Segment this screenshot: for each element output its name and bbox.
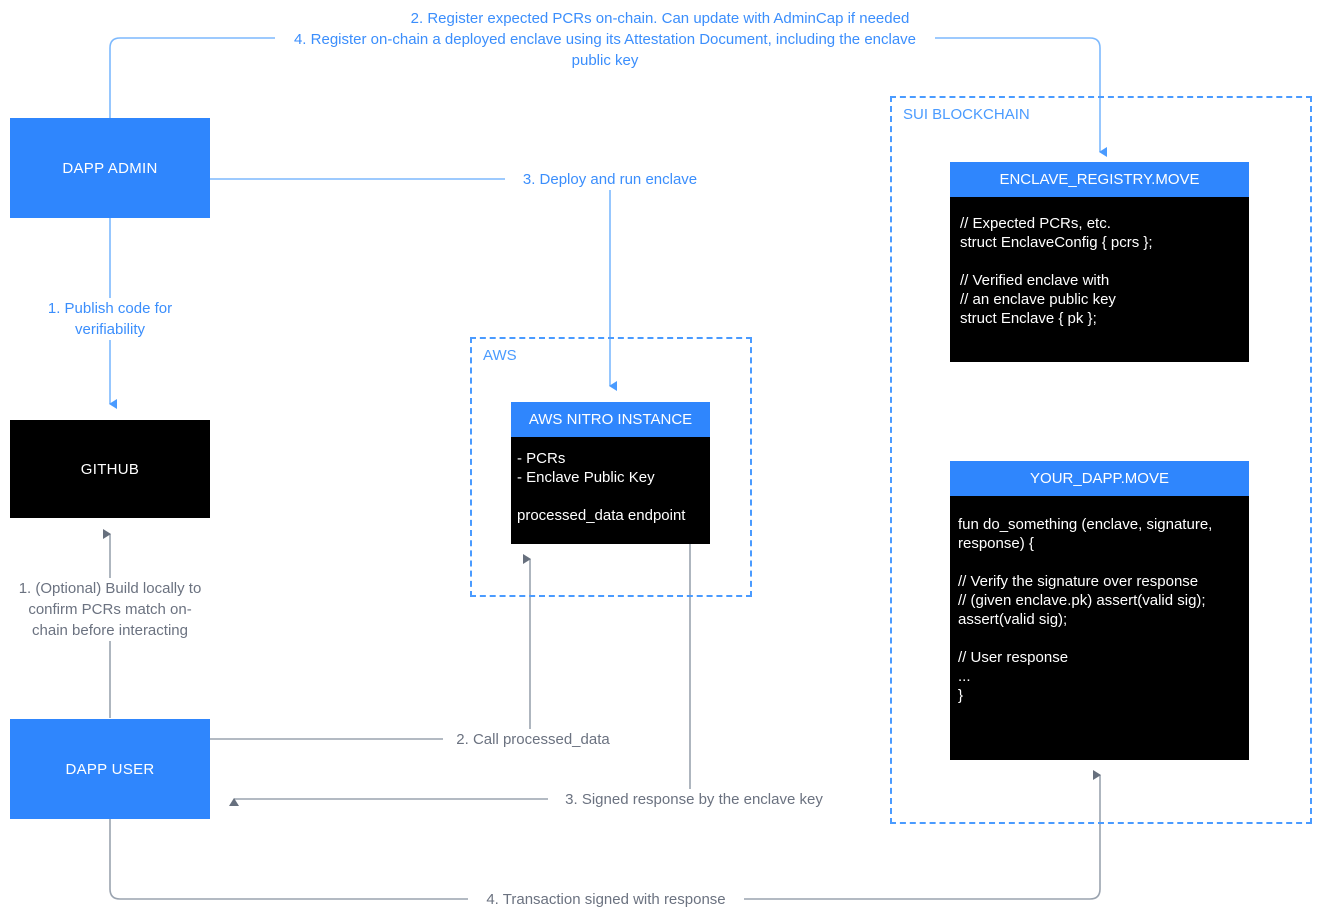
node-dapp-user[interactable]: DAPP USER xyxy=(10,719,210,819)
edge-label-publish-code: 1. Publish code for verifiability xyxy=(20,298,200,340)
node-your-dapp-move[interactable]: YOUR_DAPP.MOVE fun do_something (enclave… xyxy=(950,461,1249,760)
node-enclave-registry-move[interactable]: ENCLAVE_REGISTRY.MOVE // Expected PCRs, … xyxy=(950,162,1249,362)
node-github-label: GITHUB xyxy=(80,460,140,478)
node-your-dapp-move-title: YOUR_DAPP.MOVE xyxy=(950,461,1249,496)
edge-label-register-pcrs: 2. Register expected PCRs on-chain. Can … xyxy=(300,8,1020,29)
edge-label-transaction-signed: 4. Transaction signed with response xyxy=(468,889,744,910)
edge-label-build-locally: 1. (Optional) Build locally to confirm P… xyxy=(16,578,204,641)
node-aws-nitro-instance[interactable]: AWS NITRO INSTANCE - PCRs - Enclave Publ… xyxy=(511,402,710,544)
node-aws-nitro-instance-body: - PCRs - Enclave Public Key processed_da… xyxy=(511,437,710,544)
node-github[interactable]: GITHUB xyxy=(10,420,210,518)
edge-label-deploy-run: 3. Deploy and run enclave xyxy=(505,169,715,190)
edge-label-call-processed-data: 2. Call processed_data xyxy=(443,729,623,750)
node-your-dapp-move-body: fun do_something (enclave, signature, re… xyxy=(950,496,1249,760)
edge-label-register-enclave: 4. Register on-chain a deployed enclave … xyxy=(275,29,935,71)
node-enclave-registry-move-body: // Expected PCRs, etc. struct EnclaveCon… xyxy=(950,197,1249,362)
node-enclave-registry-move-title: ENCLAVE_REGISTRY.MOVE xyxy=(950,162,1249,197)
group-aws: AWS xyxy=(470,337,752,597)
edge-label-signed-response: 3. Signed response by the enclave key xyxy=(548,789,840,810)
node-dapp-user-label: DAPP USER xyxy=(65,760,155,778)
group-aws-label: AWS xyxy=(480,347,520,364)
group-sui-blockchain: SUI BLOCKCHAIN xyxy=(890,96,1312,824)
group-sui-blockchain-label: SUI BLOCKCHAIN xyxy=(900,106,1033,123)
node-dapp-admin-label: DAPP ADMIN xyxy=(62,159,158,177)
node-aws-nitro-instance-title: AWS NITRO INSTANCE xyxy=(511,402,710,437)
node-dapp-admin[interactable]: DAPP ADMIN xyxy=(10,118,210,218)
